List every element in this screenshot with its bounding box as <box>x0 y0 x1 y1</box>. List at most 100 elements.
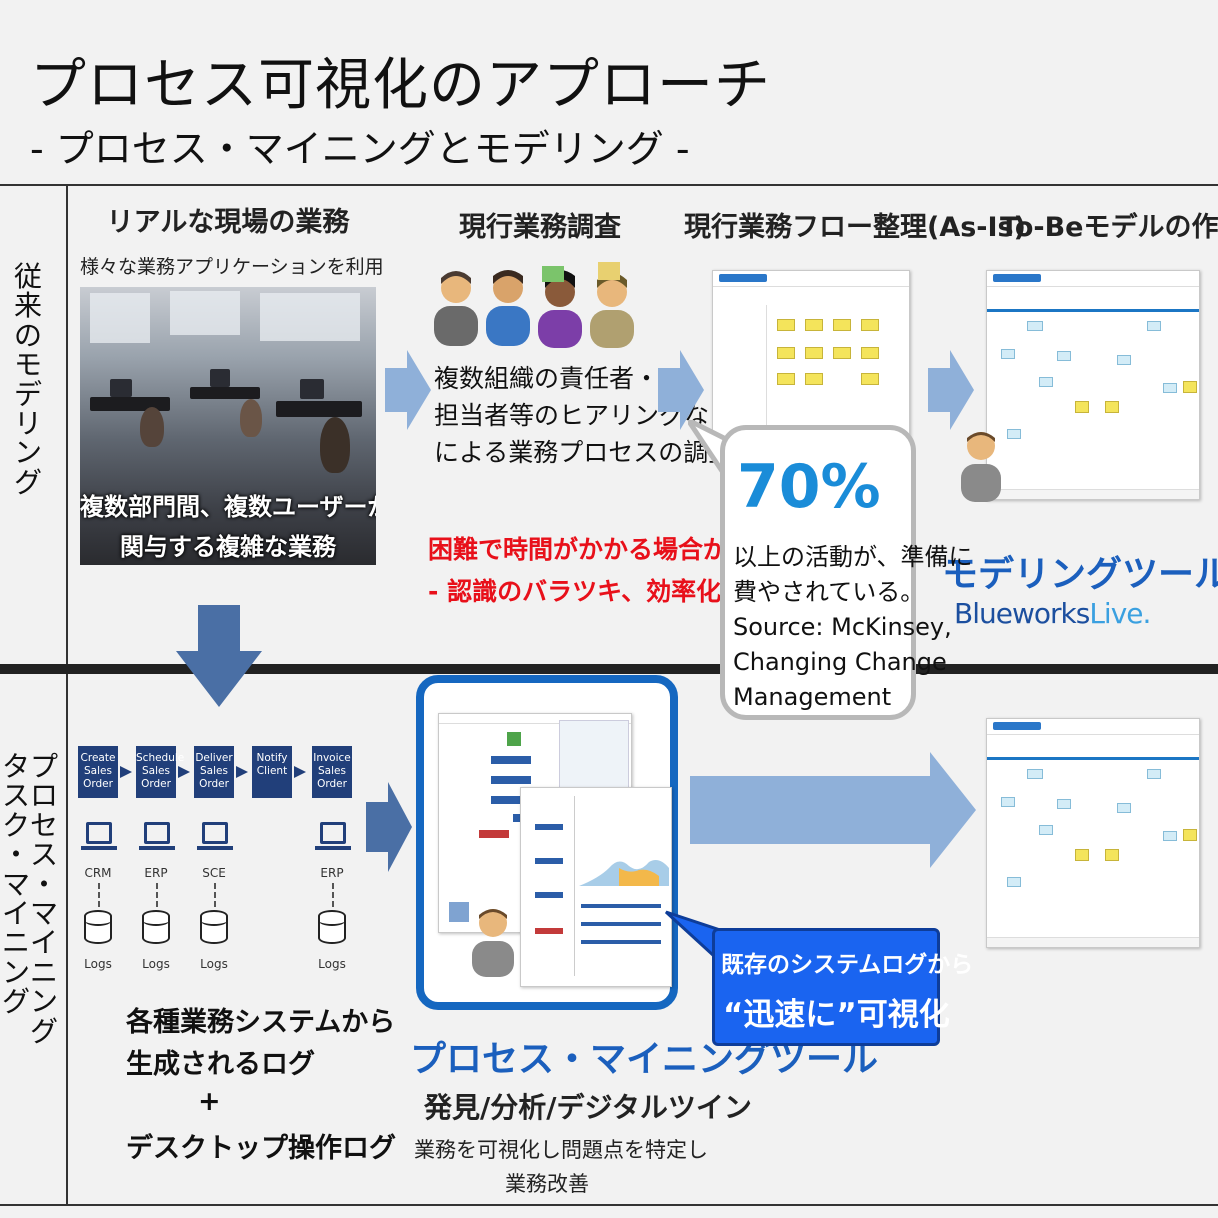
col2-heading: 現行業務調査 <box>459 212 621 243</box>
office-photo: 複数部門間、複数ユーザーが 関与する複雑な業務 <box>80 287 376 565</box>
modeler-icon <box>961 432 1001 502</box>
logs-label: Logs <box>142 957 170 971</box>
to-be-screenshot <box>986 270 1200 500</box>
row-label-char: ク <box>2 808 31 842</box>
stat-percent: 70% <box>737 452 881 522</box>
row-label-char: タ <box>2 750 31 783</box>
flow-arrow-pm-in <box>366 782 412 872</box>
logs-desc-3: デスクトップ操作ログ <box>126 1133 396 1164</box>
stakeholders-icon <box>434 262 634 348</box>
laptop-icon <box>315 822 351 850</box>
row-label-char: リ <box>14 406 43 440</box>
step-label: Create <box>80 752 116 764</box>
system-label-erp-2: ERP <box>320 866 344 880</box>
laptop-icon <box>197 822 233 850</box>
analyst-icon <box>472 909 514 977</box>
row-label-char: ン <box>2 955 31 989</box>
row-label-char: マ <box>30 896 59 930</box>
page-subtitle: - プロセス・マイニングとモデリング - <box>30 127 690 171</box>
row-label-char: の <box>14 318 43 352</box>
row-label-char: デ <box>14 377 43 411</box>
row-label-char: セ <box>30 808 59 842</box>
row-label-char: ン <box>30 985 59 1019</box>
stat-line1: 以上の活動が、準備に <box>733 543 973 571</box>
row-label-process-mining: プ ロ セ ス ・ マ イ ニ ン グ <box>30 752 60 1046</box>
database-icon <box>318 910 346 944</box>
stat-bubble: 70% 以上の活動が、準備に 費やされている。 Source: McKinsey… <box>720 425 973 720</box>
step-label: Invoice <box>313 752 351 764</box>
photo-caption-1: 複数部門間、複数ユーザーが <box>80 493 376 521</box>
row-label-char: ニ <box>2 926 31 960</box>
down-arrow <box>176 605 262 707</box>
flow-arrow-3 <box>928 350 974 430</box>
row-label-char: 来 <box>14 289 43 323</box>
row-label-char: ン <box>14 436 43 470</box>
step-arrow <box>236 766 248 778</box>
logs-label: Logs <box>318 957 346 971</box>
process-mining-frame <box>416 675 678 1010</box>
col1-heading: リアルな現場の業務 <box>106 207 350 238</box>
step-label: Notify <box>256 752 288 764</box>
system-label-crm: CRM <box>84 866 112 880</box>
logs-desc-1: 各種業務システムから <box>126 1007 396 1038</box>
database-icon <box>142 910 170 944</box>
logo-text-b: Live. <box>1089 597 1151 630</box>
row-label-char: グ <box>14 465 43 499</box>
pm-sub: 発見/分析/デジタルツイン <box>424 1091 752 1124</box>
row-label-char: ・ <box>30 867 59 901</box>
pm-desc-1: 業務を可視化し問題点を特定し <box>414 1138 708 1162</box>
blueworks-logo: BlueworksLive. <box>954 597 1151 630</box>
flow-arrow-long <box>690 752 976 868</box>
row-label-char: イ <box>30 926 59 960</box>
flow-arrow-2 <box>658 350 704 430</box>
row-label-char: 従 <box>14 260 43 293</box>
modeling-tool-label: モデリングツール <box>942 554 1218 595</box>
row-label-char: ス <box>2 779 31 813</box>
step-label: Sales Order <box>199 765 229 790</box>
row-label-char: ニ <box>30 955 59 989</box>
step-label: Sales Order <box>317 765 347 790</box>
row-label-char: グ <box>30 1014 59 1048</box>
callout-line1: 既存のシステムログから <box>721 952 974 978</box>
row-label-task-mining: タ ス ク ・ マ イ ニ ン グ <box>2 752 32 1017</box>
row-label-char: モ <box>14 348 43 382</box>
step-label: Deliver <box>195 752 233 764</box>
pm-screenshot-front <box>520 787 672 987</box>
logo-text-a: Blueworks <box>954 597 1090 630</box>
dash-connector <box>156 883 158 907</box>
row-label-char: マ <box>2 867 31 901</box>
col2-line1: 複数組織の責任者・ <box>434 364 660 393</box>
to-be-screenshot-2 <box>986 718 1200 948</box>
col1-sub: 様々な業務アプリケーションを利用 <box>80 256 384 278</box>
stat-source: Source: McKinsey, <box>733 613 952 641</box>
col3-heading: 現行業務フロー整理(As-Is) <box>684 212 1026 243</box>
dash-connector <box>332 883 334 907</box>
row-divider <box>0 664 1218 674</box>
row-label-char: イ <box>2 896 31 930</box>
logs-desc-plus: + <box>198 1086 221 1117</box>
row-label-char: ス <box>30 838 59 872</box>
callout-line2: “迅速に”可視化 <box>723 997 950 1033</box>
col2-red-line1: 困難で時間がかかる場合が、、 <box>428 535 766 564</box>
step-label: Schedule <box>136 752 185 764</box>
dash-connector <box>214 883 216 907</box>
row-label-divider <box>66 184 68 1206</box>
pm-desc-2: 業務改善 <box>505 1172 589 1196</box>
col4-heading: To-Beモデルの作成 <box>1000 212 1218 243</box>
col2-line3: による業務プロセスの調査 <box>434 438 734 467</box>
stat-source-2: Changing Change <box>733 648 947 676</box>
row-label-char: ロ <box>30 779 59 813</box>
photo-caption-2: 関与する複雑な業務 <box>120 533 336 561</box>
step-arrow <box>178 766 190 778</box>
system-label-erp: ERP <box>144 866 168 880</box>
laptop-icon <box>81 822 117 850</box>
log-callout: 既存のシステムログから “迅速に”可視化 <box>712 928 973 1046</box>
laptop-icon <box>139 822 175 850</box>
row-label-char: ・ <box>2 838 31 872</box>
dash-connector <box>98 883 100 907</box>
database-icon <box>200 910 228 944</box>
